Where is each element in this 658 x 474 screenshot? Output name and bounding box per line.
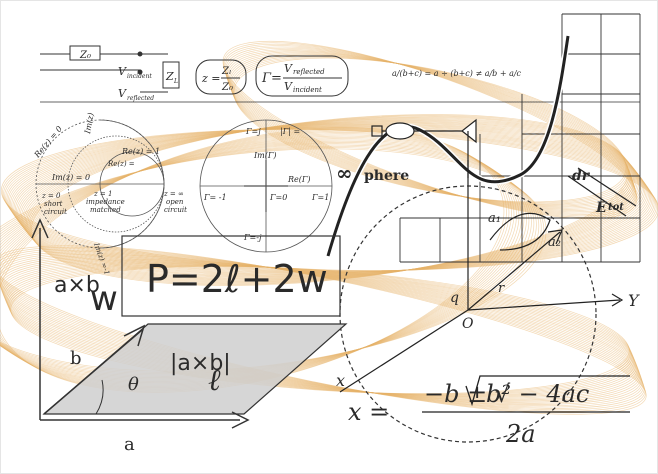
dr-label: dr [572,168,591,184]
vector-axes [339,160,637,393]
smith-z0-label: z = 0 [41,192,61,200]
o-label: O [462,316,474,332]
gamma-den-sub: incident [293,86,322,94]
ribbon-stroke [228,52,632,208]
gamma-neg1-label: Γ= -1 [203,193,227,202]
smith-matched-label: matched [90,206,121,214]
ell-label: ℓ [208,363,221,398]
sphere-label: phere [364,168,409,184]
ribbon-stroke [0,246,646,414]
ribbon-stroke [223,42,637,218]
ribbon-stroke [0,256,641,404]
abs-gamma-label: |Γ| = [280,127,300,136]
perimeter-box [121,235,341,317]
v-reflected-sub: reflected [127,95,154,102]
smith-re-z-half: Re(z) = [107,160,135,168]
abs-axb-label: |a×b| [170,351,231,376]
gamma-num-sub: reflected [293,68,325,76]
gamma-num: V [284,62,293,75]
smith-im-z0: Im(z) = 0 [51,173,90,182]
perimeter-w: w [90,279,118,319]
smith-z1-label: z = 1 [93,190,112,198]
smith-impedance-label: impedance [86,198,125,206]
gamma-formula-left: Γ= [261,71,282,86]
ribbon-stroke [225,47,635,213]
smith-open-label: open [166,198,184,206]
etot-sub: tot [608,202,624,213]
axb-label: a×b [54,273,100,298]
etot-label: E [595,200,607,216]
a2-label: a₂ [548,235,561,250]
ribbon-stroke [227,50,633,210]
ribbon-stroke [0,248,646,412]
q-label: q [450,290,459,306]
ribbon-stroke [0,249,645,411]
gamma-1-label: Γ=1 [311,193,329,202]
smith-zinf-label: z = ∞ [163,190,184,198]
quadratic-b2: b² − 4ac [486,380,589,408]
ribbon-stroke [0,245,647,415]
algebra-fraction: a/(b+c) = a ÷ (b+c) ≠ a/b + a/c [392,69,522,78]
ribbon-stroke [0,255,642,405]
a1-label: a₁ [488,211,501,226]
transmission-line-diagram [40,45,640,103]
gamma-negj-label: Γ=-j [243,233,262,242]
golden-ribbons [0,40,658,415]
curve-circuit [371,118,477,178]
gamma-0-label: Γ=0 [269,193,287,202]
ribbon-stroke [225,46,635,214]
ribbon-stroke [5,263,635,397]
zl-label: Z [165,70,174,83]
z0-label: Z₀ [79,50,91,61]
cross-product-parallelogram [31,218,348,429]
v-reflected-label: V [118,87,127,100]
gamma-j-label: Γ=j [245,127,261,136]
quadratic-lhs: x = [348,398,389,426]
z-formula-den: Z₀ [221,82,233,93]
v-incident-sub: incident [127,73,152,80]
theta-label: θ [128,374,139,395]
cubic-curve [325,35,571,257]
quadratic-formula [422,375,630,413]
zl-sub: L [173,78,178,85]
r-vector-label: r [498,281,505,296]
z-formula-num: Zₗ [221,66,231,77]
x-axis-label: x [336,371,345,390]
ribbon-stroke [232,56,628,204]
vector-a-label: a [124,434,135,455]
smith-short-label: short [44,200,63,208]
gamma-circle [199,119,333,253]
v-incident-label: V [118,65,127,78]
smith-circuit-label: circuit [44,208,67,216]
ribbon-stroke [223,43,637,217]
gamma-den: V [284,80,293,93]
ribbon-stroke [227,51,633,209]
infinity-symbol: ∞ [336,161,353,185]
ribbon-stroke [226,49,634,211]
z-formula-left: z = [201,72,221,85]
quadratic-den: 2a [505,420,536,448]
grid-top-right [399,13,641,263]
smith-chart [35,119,165,249]
smith-circuit2-label: circuit [164,206,187,214]
vector-b-label: b [70,348,82,369]
ribbon-stroke [224,45,636,215]
quadratic-num: −b ± √ [424,380,511,408]
perimeter-formula: P=2ℓ+2w [146,257,328,301]
smith-im-z1: Im(z) [83,112,96,135]
ribbon-stroke [222,40,638,220]
smith-re-z1: Re(z) = 1 [121,147,160,156]
im-gamma-label: Im(Γ) [253,151,277,160]
re-gamma-label: Re(Γ) [287,175,311,184]
y-axis-label: Y [628,291,640,310]
